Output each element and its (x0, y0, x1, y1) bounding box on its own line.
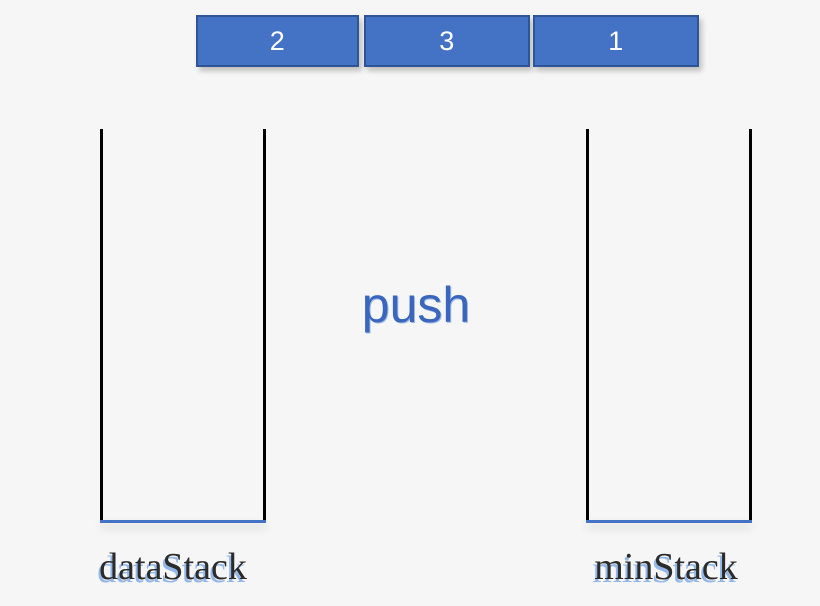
value-box-label: 2 (269, 25, 286, 56)
stack-floor (586, 520, 752, 523)
stack-wall-right (263, 129, 266, 521)
value-box-label: 3 (439, 25, 455, 56)
stack-wall-left (586, 129, 589, 521)
stack-container-minstack (586, 129, 752, 523)
stack-label-minstack: minStack (594, 546, 738, 588)
stack-wall-left (100, 129, 103, 521)
stack-container-datastack (100, 129, 266, 523)
value-box[interactable]: 1 (533, 15, 699, 67)
stack-floor (100, 520, 266, 523)
stack-wall-right (749, 129, 752, 521)
value-box[interactable]: 2 (196, 15, 359, 67)
value-box[interactable]: 3 (364, 15, 530, 67)
stack-label-datastack: dataStack (99, 546, 247, 588)
operation-caption: push (361, 277, 471, 333)
value-box-label: 1 (608, 25, 624, 56)
